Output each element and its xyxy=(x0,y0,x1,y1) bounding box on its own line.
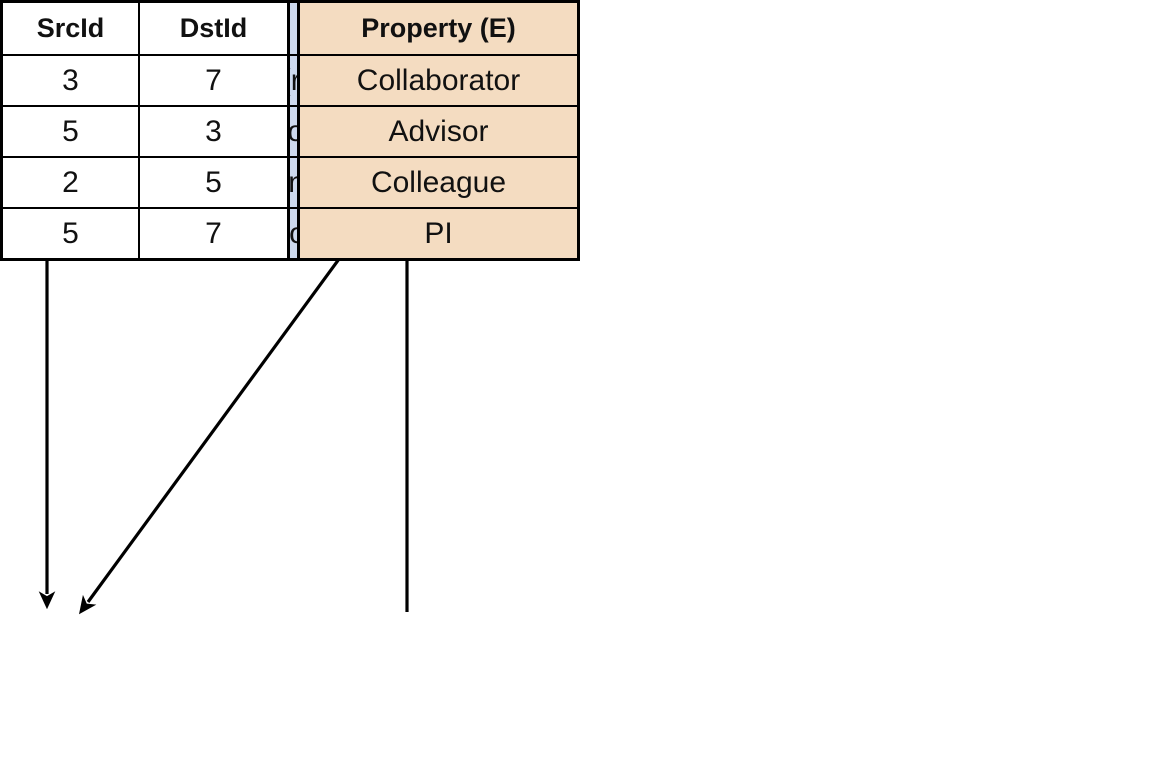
edge-table: SrcId DstId 3 7 5 3 2 5 5 7 Property (E)… xyxy=(0,0,580,261)
edge-srcid-cell: 3 xyxy=(3,54,138,105)
edge-property-cell: PI xyxy=(300,207,577,258)
edge-srcid-cell: 5 xyxy=(3,105,138,156)
column-header-srcid: SrcId xyxy=(36,13,105,43)
edge-srcid-cell: 5 xyxy=(3,207,138,258)
edge-line-pi-5-7 xyxy=(79,202,382,615)
edge-table-property-column: Property (E) Collaborator Advisor Collea… xyxy=(297,0,580,261)
edge-dstid-cell: 7 xyxy=(138,207,287,258)
edge-table-ids-columns: SrcId DstId 3 7 5 3 2 5 5 7 xyxy=(0,0,290,261)
edge-dstid-cell: 3 xyxy=(138,105,287,156)
column-header-property-e: Property (E) xyxy=(300,3,577,54)
edge-dstid-cell: 5 xyxy=(138,156,287,207)
edge-srcid-cell: 2 xyxy=(3,156,138,207)
edge-property-cell: Colleague xyxy=(300,156,577,207)
edge-property-cell: Advisor xyxy=(300,105,577,156)
edge-dstid-cell: 7 xyxy=(138,54,287,105)
edge-property-cell: Collaborator xyxy=(300,54,577,105)
column-header-dstid: DstId xyxy=(138,3,287,54)
